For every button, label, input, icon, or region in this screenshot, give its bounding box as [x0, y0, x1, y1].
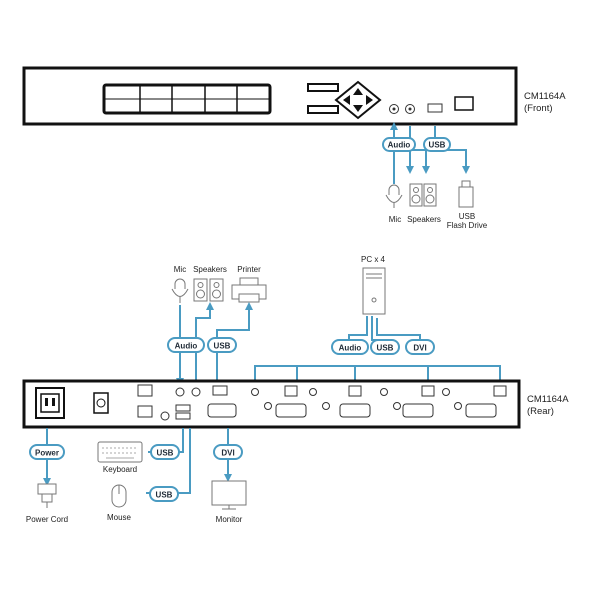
front-unit: CM1164A (Front)	[22, 66, 566, 126]
front-audio-tag	[382, 137, 416, 152]
keyboard-label: Keyboard	[103, 465, 137, 474]
svg-text:DVI: DVI	[221, 449, 234, 458]
svg-text:Audio: Audio	[175, 342, 198, 351]
rear-usb-console-2	[175, 412, 191, 420]
svg-text:Power: Power	[35, 449, 59, 458]
pc-dvi-tag	[405, 339, 435, 355]
keyboard-icon	[97, 441, 143, 463]
mouse-icon	[111, 484, 127, 508]
rear-usb-printer-port	[212, 385, 228, 396]
console-dvi-port	[207, 403, 237, 418]
pc-port-group-3	[380, 385, 435, 418]
mouse-usb-tag	[149, 486, 179, 502]
front-usb-port	[427, 103, 443, 113]
svg-text:USB: USB	[214, 342, 231, 351]
monitor-icon	[211, 480, 247, 510]
front-usb-label: USB	[459, 212, 475, 221]
front-flash-drive-label: Flash Drive	[447, 221, 488, 230]
front-display-window	[454, 96, 474, 111]
pc-tower-icon	[362, 267, 386, 315]
rear-speakers-icon	[193, 278, 224, 302]
front-wiring: Audio USB	[382, 126, 470, 184]
front-slots	[307, 83, 339, 114]
rear-pc-label: PC x 4	[361, 255, 386, 264]
power-tag	[29, 444, 65, 460]
rear-usb-console-1	[175, 404, 191, 412]
lan-port-2	[137, 405, 153, 418]
rear-printer-icon	[231, 277, 267, 303]
pc-port-group-2	[309, 385, 371, 418]
keyboard-usb-tag	[150, 444, 180, 460]
front-dpad	[334, 80, 382, 120]
rear-speakers-label: Speakers	[193, 265, 227, 274]
power-socket-icon	[35, 387, 65, 419]
mouse-label: Mouse	[107, 513, 132, 522]
rear-speaker-jack	[191, 387, 201, 397]
power-switch-icon	[93, 392, 109, 414]
pc-audio-tag	[331, 339, 369, 355]
pc-port-group-1	[251, 385, 307, 418]
front-speakers-label: Speakers	[407, 215, 441, 224]
rear-unit: CM1164A (Rear)	[22, 379, 569, 429]
rear-mic-label: Mic	[174, 265, 186, 274]
pc-usb-tag	[370, 339, 400, 355]
front-usb-flash-drive-icon	[458, 180, 474, 208]
svg-text:USB: USB	[429, 141, 446, 150]
rear-side-label: (Rear)	[527, 406, 554, 417]
lan-port-1	[137, 384, 153, 397]
rear-mic-icon	[171, 278, 189, 303]
svg-text:DVI: DVI	[413, 344, 426, 353]
svg-text:USB: USB	[157, 449, 174, 458]
svg-text:USB: USB	[156, 491, 173, 500]
rear-usb-tag	[207, 337, 237, 353]
power-cord-label: Power Cord	[26, 515, 68, 524]
pc-port-group-4	[442, 385, 507, 418]
monitor-dvi-tag	[213, 444, 243, 460]
front-port-buttons	[102, 83, 272, 115]
front-mic-icon	[385, 184, 403, 208]
front-usb-tag	[423, 137, 451, 152]
power-plug-icon	[37, 483, 57, 508]
front-model-label: CM1164A	[524, 91, 566, 102]
monitor-label: Monitor	[216, 515, 243, 524]
svg-text:Audio: Audio	[388, 141, 411, 150]
front-mic-label: Mic	[389, 215, 401, 224]
front-side-label: (Front)	[524, 103, 553, 114]
rear-printer-label: Printer	[237, 265, 261, 274]
rear-model-label: CM1164A	[527, 394, 569, 405]
svg-text:USB: USB	[377, 344, 394, 353]
rear-aux-jack	[160, 411, 170, 421]
front-speakers-icon	[409, 183, 437, 207]
svg-text:Audio: Audio	[339, 344, 362, 353]
rear-mic-jack	[175, 387, 185, 397]
rear-audio-tag	[167, 337, 205, 353]
